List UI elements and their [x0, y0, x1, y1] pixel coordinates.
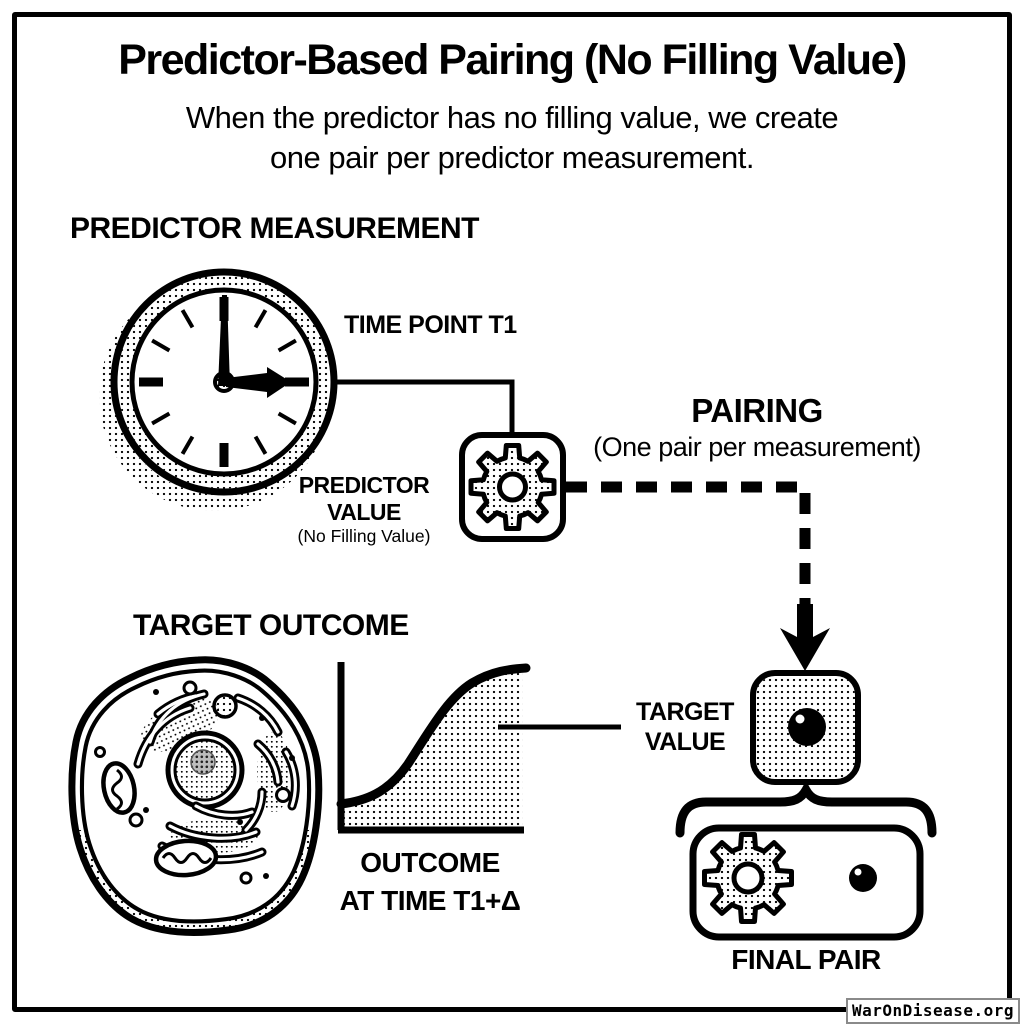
sigmoid-curve	[336, 663, 531, 809]
target-value-line2: VALUE	[644, 728, 726, 756]
nucleolus	[190, 749, 216, 775]
curly-brace-icon	[675, 780, 937, 838]
pairing-note: (One pair per measurement)	[593, 432, 921, 462]
chart-area-fill	[341, 667, 523, 827]
predictor-value-line2: VALUE	[327, 499, 401, 525]
minute-hand	[218, 295, 230, 386]
vesicle	[212, 693, 238, 719]
dashed-arrow-down-icon	[566, 481, 830, 671]
frame-border	[12, 12, 1012, 1012]
outcome-label-line1: OUTCOME	[360, 847, 500, 878]
predictor-section-heading: PREDICTOR MEASUREMENT	[70, 212, 479, 245]
gear-hole	[497, 471, 528, 503]
pairing-heading: PAIRING	[691, 392, 823, 429]
gear-hole	[731, 861, 765, 895]
sphere-highlight	[854, 868, 862, 876]
clock-to-gear-connector	[337, 379, 515, 434]
target-value-box	[750, 670, 861, 785]
page-title: Predictor-Based Pairing (No Filling Valu…	[118, 36, 907, 84]
final-pair-label: FINAL PAIR	[731, 944, 881, 975]
sphere-icon	[788, 708, 826, 746]
watermark: WarOnDisease.org	[846, 998, 1020, 1024]
sphere-icon	[849, 864, 877, 892]
sphere-highlight	[795, 714, 805, 724]
sigmoid-chart	[336, 662, 621, 834]
predictor-value-line1: PREDICTOR	[298, 472, 430, 498]
target-section-heading: TARGET OUTCOME	[133, 609, 409, 642]
predictor-value-box	[459, 432, 566, 542]
ribosome-dots	[143, 689, 295, 879]
small-vesicles	[94, 680, 291, 885]
page-subtitle-line2: one pair per predictor measurement.	[270, 140, 754, 175]
clock-center	[213, 371, 235, 393]
clock-icon	[99, 268, 338, 511]
mitochondrion-left	[101, 761, 137, 815]
outcome-label-line2: AT TIME T1+Δ	[339, 885, 521, 916]
predictor-value-note: (No Filling Value)	[297, 526, 431, 546]
nucleus	[165, 730, 245, 810]
outcome-axis-label: OUTCOME AT TIME T1+Δ	[280, 844, 580, 920]
target-value-line1: TARGET	[636, 698, 734, 726]
hour-hand-arrowhead	[267, 367, 291, 398]
final-pair-box	[689, 824, 924, 941]
chart-axes	[337, 662, 524, 834]
cell-icon	[68, 656, 323, 936]
predictor-value-label: PREDICTOR VALUE (No Filling Value)	[270, 472, 458, 546]
target-value-label: TARGET VALUE	[610, 697, 760, 757]
time-point-label: TIME POINT T1	[344, 311, 517, 339]
mitochondrion-bottom	[153, 838, 219, 878]
hour-hand-shaft	[226, 373, 267, 392]
page-subtitle-line1: When the predictor has no filling value,…	[185, 100, 839, 135]
